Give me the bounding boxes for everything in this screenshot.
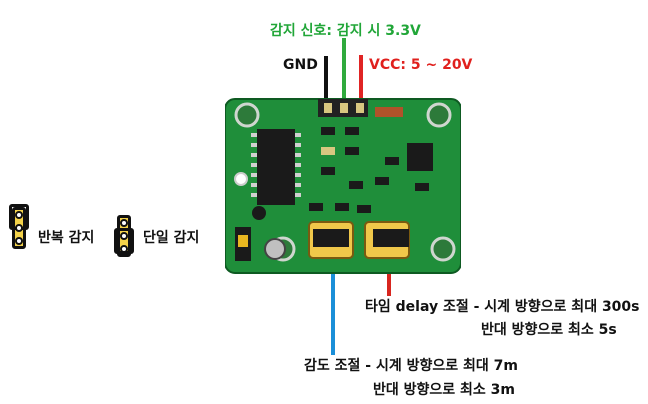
signal-label: 감지 신호: 감지 시 3.3V <box>270 23 421 39</box>
time-delay-line1: 타임 delay 조절 - 시계 방향으로 최대 300s <box>365 299 640 315</box>
sensitivity-wire <box>331 253 335 355</box>
vcc-label: VCC: 5 ~ 20V <box>369 57 473 73</box>
gnd-wire <box>324 56 328 100</box>
time-delay-wire <box>387 253 391 296</box>
repeat-mode-label: 반복 감지 <box>38 230 95 246</box>
pir-sensor-board <box>225 98 461 274</box>
single-mode-label: 단일 감지 <box>143 230 200 246</box>
sensitivity-line2: 반대 방향으로 최소 3m <box>373 382 515 398</box>
vcc-wire <box>359 55 363 100</box>
repeat-jumper-icon <box>9 204 29 249</box>
gnd-label: GND <box>283 57 318 73</box>
sensitivity-line1: 감도 조절 - 시계 방향으로 최대 7m <box>304 358 518 374</box>
single-jumper-icon <box>114 215 134 257</box>
signal-wire <box>342 38 346 100</box>
time-delay-line2: 반대 방향으로 최소 5s <box>481 322 617 338</box>
